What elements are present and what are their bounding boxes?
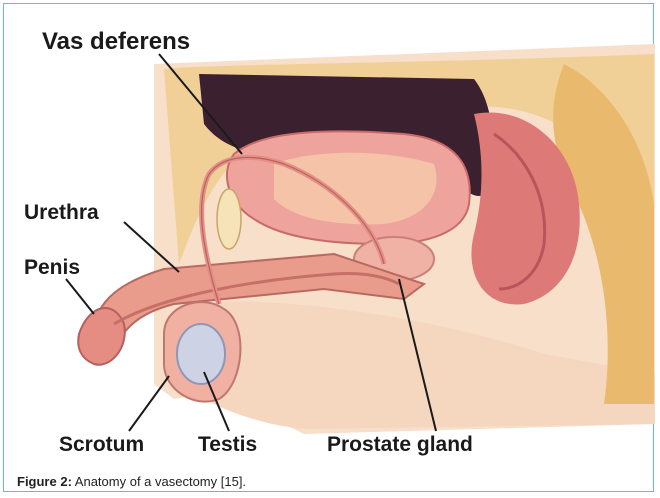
caption-prefix: Figure 2: (17, 474, 72, 489)
figure-caption: Figure 2: Anatomy of a vasectomy [15]. (17, 474, 246, 489)
label-prostate-gland: Prostate gland (327, 434, 473, 455)
label-vas-deferens: Vas deferens (42, 30, 190, 54)
penis-tip (78, 308, 125, 365)
penis-pointer (66, 279, 94, 314)
caption-text: Anatomy of a vasectomy [15]. (72, 474, 246, 489)
label-penis: Penis (24, 257, 80, 278)
label-urethra: Urethra (24, 202, 99, 223)
pubic-bone (217, 189, 241, 249)
testis-body (177, 324, 225, 384)
scrotum-pointer (129, 376, 169, 431)
label-scrotum: Scrotum (59, 434, 144, 455)
anatomy-illustration (4, 4, 655, 493)
figure-frame: Vas deferens Urethra Penis Scrotum Testi… (3, 3, 654, 492)
label-testis: Testis (198, 434, 257, 455)
